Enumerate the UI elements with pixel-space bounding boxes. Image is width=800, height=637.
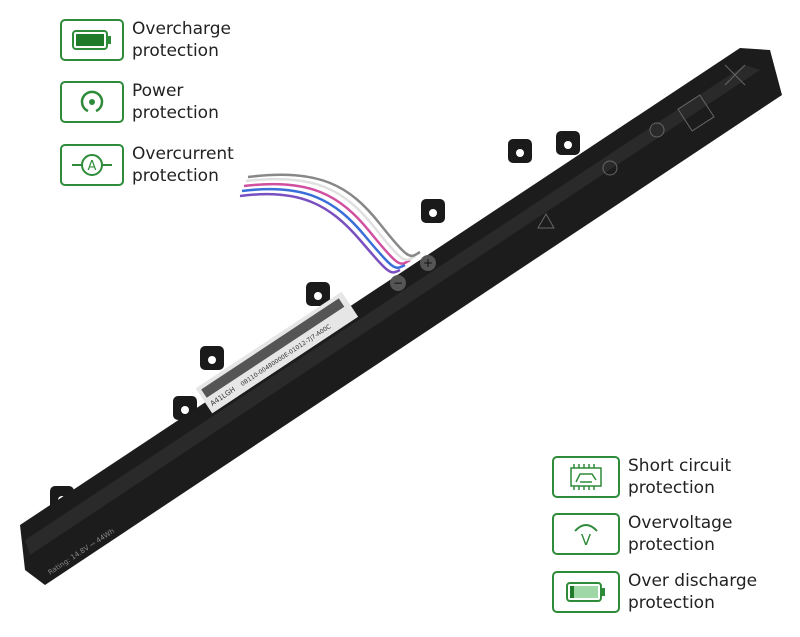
low-battery-icon (552, 571, 620, 613)
battery-wires (239, 173, 421, 274)
feature-label-line2: protection (132, 166, 219, 186)
feature-label-line1: Overcurrent (132, 144, 234, 164)
svg-text:A: A (88, 159, 97, 174)
feature-label-line2: protection (628, 535, 715, 555)
feature-label-line2: protection (628, 593, 715, 613)
power-icon (60, 81, 124, 123)
feature-label-line1: Overvoltage (628, 513, 733, 533)
feature-label-line1: Power (132, 81, 184, 101)
voltmeter-icon: V (552, 513, 620, 555)
feature-label-line2: protection (132, 41, 219, 61)
circuit-board-icon (552, 456, 620, 498)
full-battery-icon (60, 19, 124, 61)
plus-terminal: + (423, 256, 433, 270)
ammeter-icon: A (60, 144, 124, 186)
feature-label-line1: Overcharge (132, 19, 231, 39)
feature-label-line1: Over discharge (628, 571, 758, 591)
feature-label-line2: protection (132, 103, 219, 123)
certification-marks (537, 64, 746, 229)
minus-terminal: − (393, 276, 403, 290)
battery-body (20, 48, 782, 585)
feature-label-line2: protection (628, 478, 715, 498)
feature-label-line1: Short circuit (628, 456, 732, 476)
svg-text:V: V (581, 531, 592, 548)
